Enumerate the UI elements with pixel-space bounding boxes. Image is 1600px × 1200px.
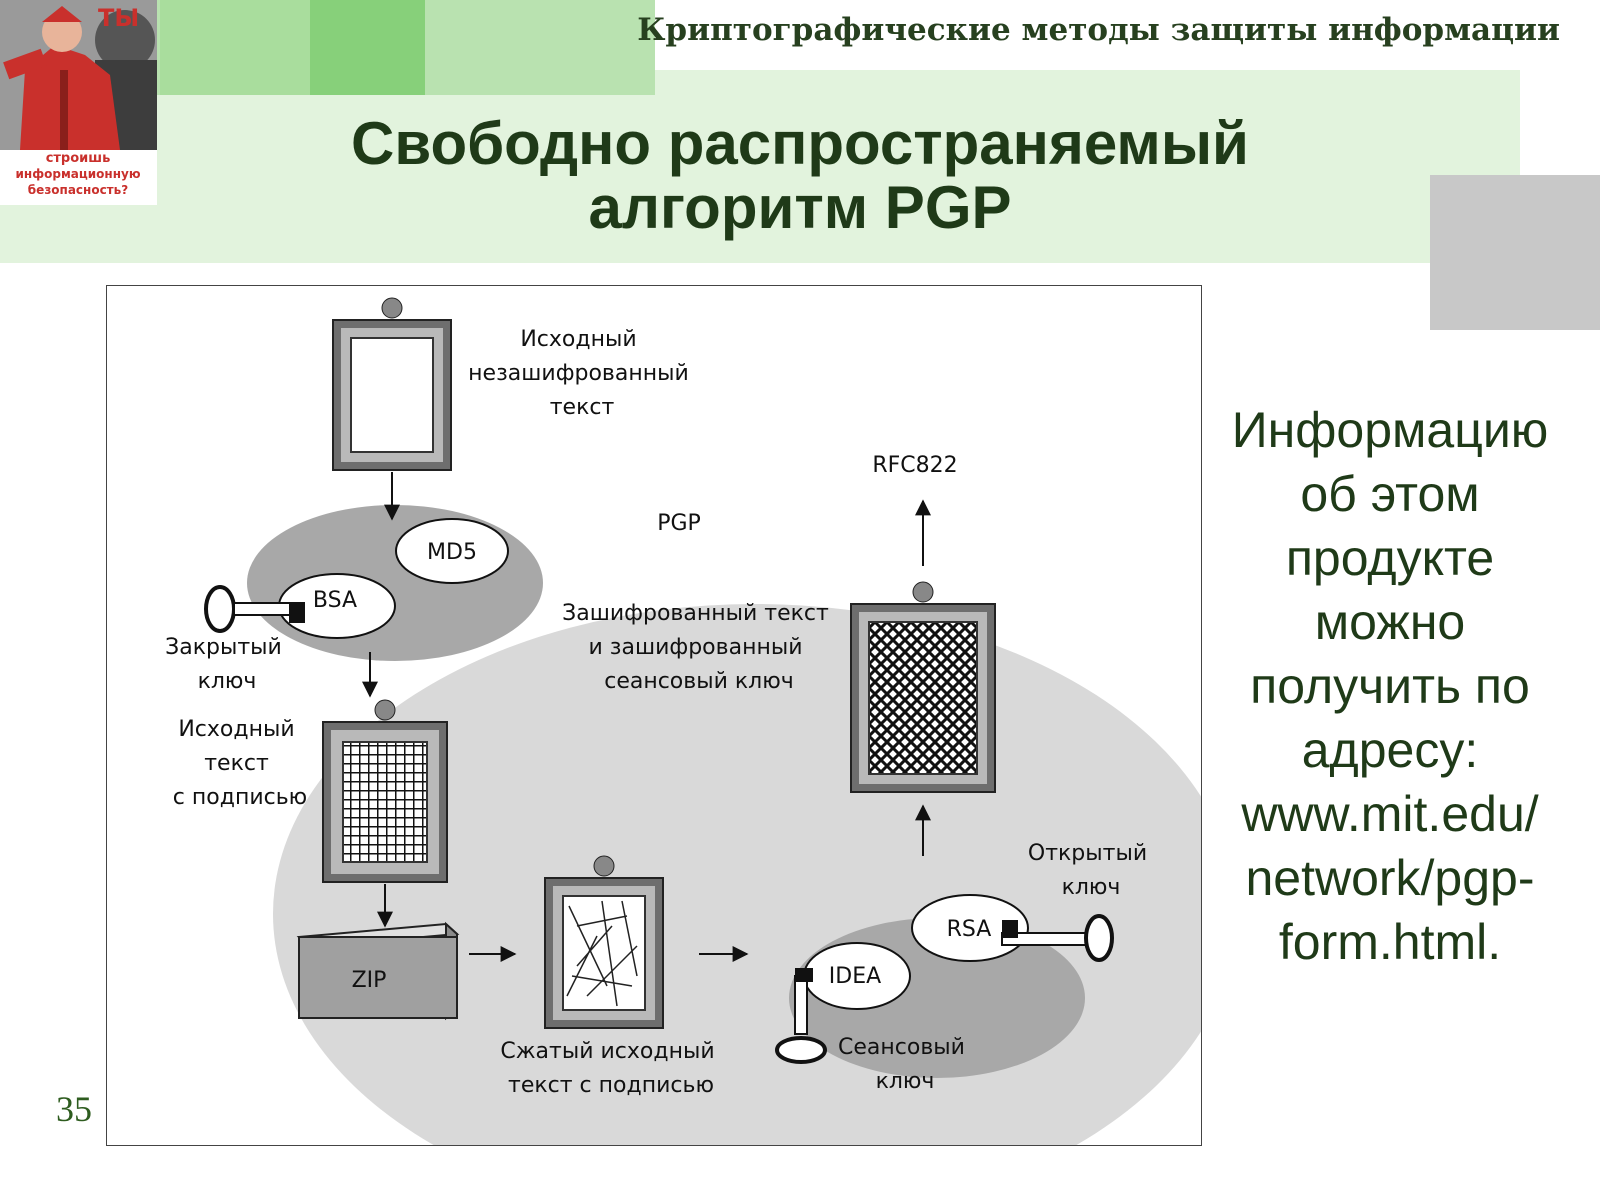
poster-caption-1: строишь: [46, 151, 111, 166]
hash-sign-ellipse: [247, 505, 543, 661]
info-line: можно: [1314, 594, 1466, 650]
bsa-label: BSA: [313, 588, 357, 613]
poster-logo: ТЫ строишь информационную безопасность?: [0, 0, 157, 205]
info-url-line: network/pgp-: [1245, 850, 1535, 906]
public-key-label: Открытый ключ: [1028, 841, 1154, 900]
zip-box: [296, 921, 460, 1021]
public-key-icon: [1001, 914, 1114, 962]
rsa-ellipse: [911, 894, 1029, 962]
compressed-label: Сжатый исходный текст с подписью: [500, 1039, 721, 1098]
compressed-frame: [544, 855, 664, 1029]
encrypted-frame: [850, 581, 996, 793]
info-line: Информацию: [1231, 402, 1549, 458]
info-line: адресу:: [1301, 722, 1479, 778]
decorative-gray-block: [1430, 175, 1600, 330]
course-title: Криптографические методы защиты информац…: [637, 12, 1560, 48]
idea-label: IDEA: [829, 964, 881, 989]
info-line: об этом: [1300, 466, 1480, 522]
zip-label: ZIP: [352, 968, 387, 993]
pgp-diagram: MD5 BSA RSA IDEA: [106, 285, 1237, 1200]
poster-caption-3: безопасность?: [28, 183, 128, 197]
private-key-label: Закрытый ключ: [165, 635, 289, 694]
header-accent-dark: [310, 0, 425, 95]
plaintext-label: Исходный незашифрованный текст: [468, 327, 696, 420]
private-key-icon: [204, 585, 305, 633]
info-url-line: form.html.: [1278, 914, 1502, 970]
session-key-icon: [775, 968, 827, 1064]
rsa-label: RSA: [947, 917, 992, 942]
info-line: продукте: [1285, 530, 1495, 586]
encrypted-label: Зашифрованный текст и зашифрованный сеан…: [562, 601, 836, 694]
poster-caption-2: информационную: [16, 167, 141, 181]
title-line-2: алгоритм PGP: [588, 174, 1012, 241]
pgp-label: PGP: [657, 511, 701, 536]
page-title: Свободно распространяемый алгоритм PGP: [290, 112, 1310, 240]
header-band: [0, 70, 1520, 263]
info-url-line: www.mit.edu/: [1241, 786, 1539, 842]
info-line: получить по: [1250, 658, 1530, 714]
page-number: 35: [56, 1089, 92, 1129]
poster-top-word: ТЫ: [98, 4, 139, 32]
rfc-label: RFC822: [872, 453, 957, 478]
md5-ellipse: [395, 518, 509, 584]
header-accent-light: [160, 0, 310, 95]
signed-text-label: Исходный текст с подписью: [173, 717, 307, 810]
plaintext-frame: [332, 297, 452, 471]
title-line-1: Свободно распространяемый: [351, 110, 1249, 177]
md5-label: MD5: [427, 540, 477, 565]
session-key-label: Сеансовый ключ: [838, 1035, 972, 1094]
info-text: Информацию об этом продукте можно получи…: [1200, 398, 1580, 974]
signed-text-frame: [322, 699, 448, 883]
